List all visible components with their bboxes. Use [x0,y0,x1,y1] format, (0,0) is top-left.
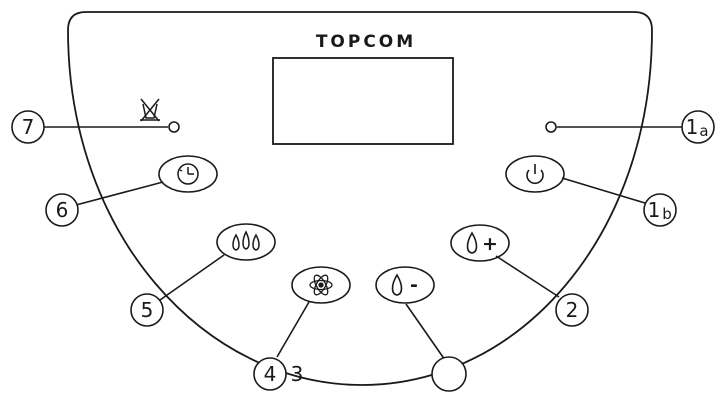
tank-full-led [168,121,180,133]
minus-sign: - [410,274,418,296]
humidity-down-button[interactable]: - [375,266,435,304]
svg-text:2: 2 [566,298,579,322]
leader-lines [44,126,682,361]
ionizer-button[interactable] [291,266,351,304]
mode-button[interactable] [216,223,276,261]
svg-text:a: a [699,122,708,140]
svg-text:7: 7 [22,115,35,139]
brand-logo: TOPCOM [316,32,416,52]
callout-4: 4 [253,357,287,391]
triple-drops-icon [232,230,260,251]
callout-5: 5 [130,293,164,327]
callout-2: 2 [555,293,589,327]
svg-text:4: 4 [264,362,277,386]
callout-1a: 1 a [681,110,715,144]
svg-text:1: 1 [686,115,699,139]
callout-3-label: 3 [291,362,304,386]
panel-outline [67,11,653,386]
svg-text:6: 6 [56,198,69,222]
clock-icon [177,163,199,185]
timer-button[interactable] [158,155,218,193]
svg-text:b: b [662,205,672,223]
svg-text:5: 5 [141,298,154,322]
callout-6: 6 [45,193,79,227]
tank-full-icon [140,98,160,122]
humidity-up-button[interactable]: + [450,224,510,262]
svg-text:1: 1 [648,198,661,222]
power-led [545,121,557,133]
callout-empty [431,356,467,392]
water-drop-icon [466,231,478,254]
callout-7: 7 [11,110,45,144]
lcd-display [272,57,454,145]
plus-sign: + [482,233,498,255]
callout-1b: 1 b [643,193,677,227]
power-button[interactable] [505,155,565,193]
water-drop-icon [391,273,403,296]
power-icon [526,164,544,185]
atom-icon [309,274,333,296]
